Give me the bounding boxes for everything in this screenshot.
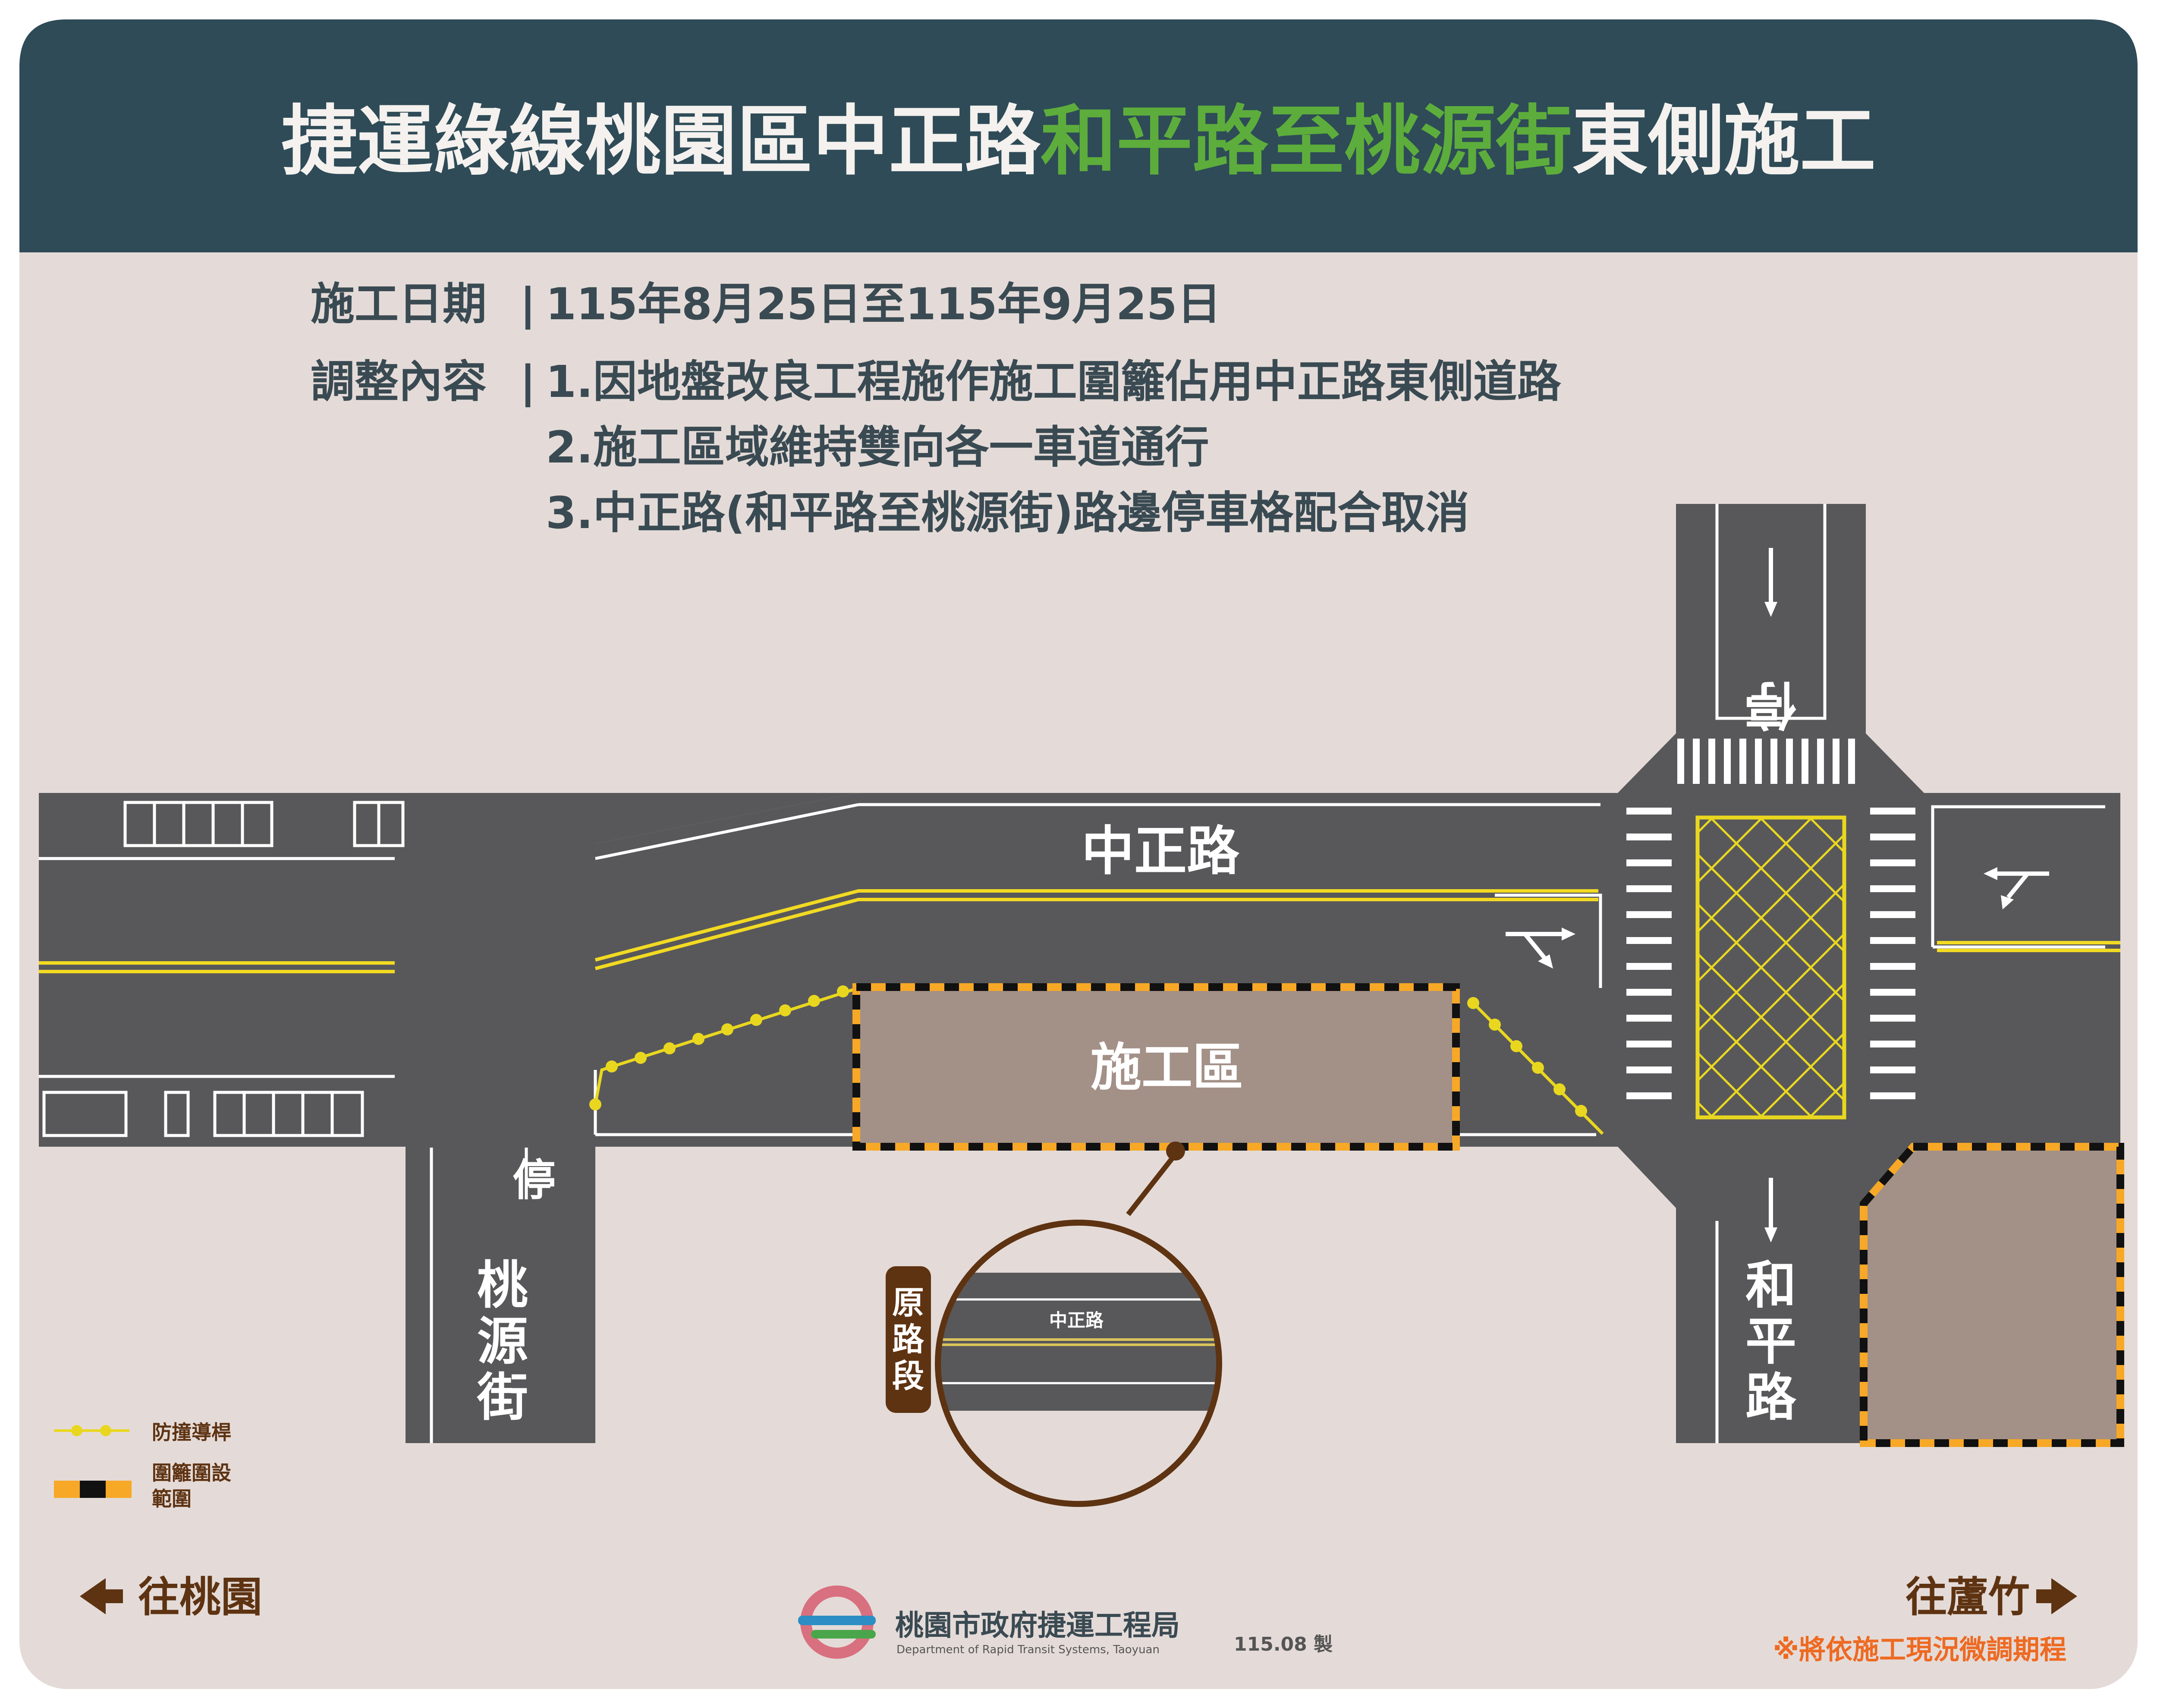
road-taper-fill bbox=[595, 793, 858, 843]
direction-right: 往蘆竹 bbox=[1905, 1573, 2077, 1621]
header-bar bbox=[19, 19, 2138, 252]
legend: 防撞導桿 圍籬圍設 範圍 bbox=[54, 1421, 231, 1510]
schedule-note: ※將依施工現況微調期程 bbox=[1773, 1634, 2066, 1665]
road-label-taoyuan-1: 桃 bbox=[477, 1255, 528, 1315]
content-item-1: 1.因地盤改良工程施作施工圍籬佔用中正路東側道路 bbox=[546, 356, 1562, 408]
direction-left: 往桃園 bbox=[80, 1573, 262, 1621]
road-label-heping-2: 平 bbox=[1745, 1312, 1796, 1371]
crash-barrier-poles bbox=[589, 985, 1604, 1135]
center-lines-yellow bbox=[39, 889, 2120, 973]
left-arrow-icon bbox=[80, 1578, 123, 1614]
stop-marking-taoyuan: 停 bbox=[513, 1155, 556, 1205]
original-tag-2: 路 bbox=[892, 1321, 924, 1358]
content-separator: | bbox=[520, 356, 536, 408]
direction-right-label: 往蘆竹 bbox=[1905, 1573, 2030, 1621]
road-label-taoyuan-2: 源 bbox=[477, 1312, 528, 1371]
agency-logo bbox=[798, 1585, 876, 1659]
original-section-inset: 中正路 原 路 段 bbox=[886, 1142, 1222, 1507]
content-item-2: 2.施工區域維持雙向各一車道通行 bbox=[546, 422, 1209, 473]
direction-left-label: 往桃園 bbox=[138, 1573, 262, 1621]
agency-name-cn: 桃園市政府捷運工程局 bbox=[895, 1609, 1180, 1642]
original-tag-3: 段 bbox=[892, 1358, 924, 1395]
stop-marking-north: 停 bbox=[1745, 674, 1797, 734]
right-arrow-icon bbox=[2036, 1578, 2077, 1614]
legend-barrier-pole: 防撞導桿 bbox=[152, 1421, 231, 1444]
intersection bbox=[1618, 733, 2120, 1208]
construction-zone-corner bbox=[1860, 1143, 2124, 1447]
original-section-tag bbox=[886, 1266, 931, 1413]
crosswalks bbox=[1626, 739, 1915, 1099]
content-item-3: 3.中正路(和平路至桃源街)路邊停車格配合取消 bbox=[546, 488, 1469, 539]
page-title: 捷運綠線桃園區中正路和平路至桃源街東側施工 bbox=[281, 97, 1876, 186]
road-label-heping-3: 路 bbox=[1745, 1368, 1797, 1427]
inset-road-label: 中正路 bbox=[1049, 1310, 1104, 1331]
road-label-taoyuan-3: 街 bbox=[477, 1368, 528, 1427]
production-date: 115.08 製 bbox=[1234, 1633, 1333, 1655]
agency-name-en: Department of Rapid Transit Systems, Tao… bbox=[896, 1643, 1160, 1656]
date-separator: | bbox=[520, 279, 536, 330]
box-junction bbox=[1695, 815, 1846, 1120]
parking-spaces bbox=[42, 801, 405, 1137]
legend-fence-1: 圍籬圍設 bbox=[152, 1461, 231, 1485]
direction-arrows bbox=[1506, 548, 2049, 1242]
info-block: 施工日期 | 115年8月25日至115年9月25日 調整內容 | 1.因地盤改… bbox=[311, 279, 1562, 539]
construction-zone bbox=[852, 983, 1460, 1151]
original-tag-1: 原 bbox=[892, 1284, 924, 1321]
construction-zone-label: 施工區 bbox=[1091, 1038, 1243, 1097]
road-label-heping-1: 和 bbox=[1745, 1255, 1796, 1315]
content-label: 調整內容 bbox=[311, 356, 487, 408]
legend-fence-2: 範圍 bbox=[152, 1487, 192, 1510]
date-value: 115年8月25日至115年9月25日 bbox=[546, 279, 1221, 330]
date-label: 施工日期 bbox=[311, 279, 487, 330]
taoyuan-street bbox=[406, 1122, 595, 1443]
road-label-zhongzheng: 中正路 bbox=[1082, 821, 1240, 882]
